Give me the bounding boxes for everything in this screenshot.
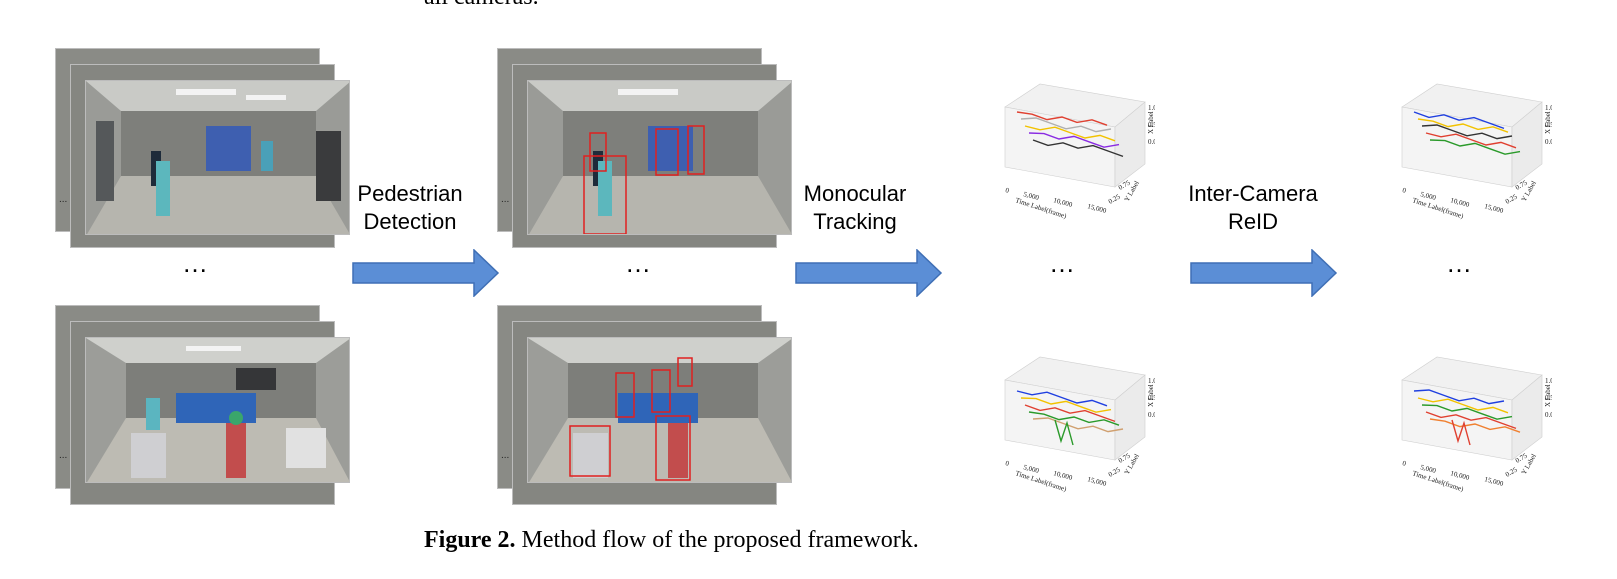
- z-tick-label: 0.5: [1545, 121, 1552, 129]
- x-tick-label: 10,000: [1449, 469, 1470, 482]
- z-tick-label: 0.0: [1545, 411, 1552, 419]
- detection-boxes: [583, 125, 705, 234]
- x-tick-label: 5,000: [1022, 190, 1040, 202]
- z-tick-label: 0.5: [1148, 394, 1155, 402]
- trajectory-line: [1024, 404, 1116, 423]
- trajectory-line: [1028, 132, 1120, 148]
- z-axis-label: X Label: [1544, 384, 1552, 407]
- trajectory-line: [1451, 419, 1471, 446]
- z-tick-label: 1.0: [1545, 377, 1552, 385]
- frame-front-room-a: [85, 80, 350, 235]
- step-label-line2: Detection: [363, 209, 457, 234]
- frame-stack-ellipsis: ...: [501, 450, 510, 461]
- z-tick-label: 0.0: [1545, 138, 1552, 146]
- plot-pane: [1511, 101, 1543, 188]
- ellipsis-col1: …: [182, 248, 210, 278]
- arrow-reid: [1190, 249, 1338, 297]
- frame-front-room-b: [85, 337, 350, 483]
- trajectory-line: [1417, 118, 1509, 133]
- z-axis-label: X Label: [1544, 111, 1552, 134]
- step-label-monocular-tracking: Monocular Tracking: [775, 180, 935, 236]
- z-tick-label: 0.0: [1148, 138, 1155, 146]
- figure-caption: Figure 2. Method flow of the proposed fr…: [424, 527, 919, 554]
- trajectory-line: [1028, 411, 1120, 426]
- z-axis-label: X Label: [1147, 384, 1155, 407]
- trajectory-line: [1429, 418, 1521, 433]
- trajectory-line: [1429, 139, 1521, 155]
- trajectory-line: [1421, 124, 1513, 140]
- z-tick-label: 0.0: [1148, 411, 1155, 419]
- trajectory-line: [1425, 411, 1517, 430]
- frame-stack-ellipsis: ...: [59, 450, 68, 461]
- y-tick-label: 0.25: [1504, 192, 1519, 205]
- trajectory-line: [1020, 117, 1112, 133]
- trajectory-line: [1421, 404, 1513, 420]
- x-tick-label: 10,000: [1052, 469, 1073, 482]
- trajectory-line: [1032, 417, 1124, 433]
- y-tick-label: 0.25: [1107, 465, 1122, 478]
- z-axis-label: X Label: [1147, 111, 1155, 134]
- arrow-tracking: [795, 249, 943, 297]
- trajectory-line: [1024, 125, 1116, 142]
- x-tick-label: 15,000: [1086, 475, 1107, 488]
- x-tick-label: 10,000: [1052, 196, 1073, 209]
- step-label-line2: Tracking: [813, 209, 897, 234]
- x-tick-label: 15,000: [1483, 475, 1504, 488]
- trajectory-line: [1032, 139, 1124, 158]
- x-tick-label: 0: [1004, 459, 1010, 468]
- detection-boxes: [569, 357, 693, 481]
- trajectory-line: [1425, 132, 1517, 149]
- frame-stack-ellipsis: ...: [59, 194, 68, 205]
- x-tick-label: 5,000: [1419, 190, 1437, 202]
- trajectory-line: [1016, 111, 1108, 126]
- x-tick-label: 5,000: [1022, 463, 1040, 475]
- step-label-line2: ReID: [1227, 209, 1279, 234]
- arrow-shape: [352, 249, 500, 297]
- x-tick-label: 15,000: [1483, 202, 1504, 215]
- step-label-inter-camera-reid: Inter-Camera ReID: [1173, 180, 1333, 236]
- step-label-line1: Monocular: [803, 181, 907, 206]
- arrow-shape: [1190, 249, 1338, 297]
- ellipsis-col2: …: [625, 248, 653, 278]
- z-tick-label: 1.0: [1148, 377, 1155, 385]
- frame-front-detections-a: [527, 80, 792, 235]
- plot-pane: [1511, 374, 1543, 461]
- y-tick-label: 0.25: [1107, 192, 1122, 205]
- z-tick-label: 1.0: [1545, 104, 1552, 112]
- x-tick-label: 10,000: [1449, 196, 1470, 209]
- caption-text: Method flow of the proposed framework.: [521, 527, 919, 553]
- x-tick-label: 0: [1401, 459, 1407, 468]
- trajectory-line: [1417, 397, 1509, 414]
- frame-stack-ellipsis: ...: [501, 194, 510, 205]
- frame-front-detections-b: [527, 337, 792, 483]
- ellipsis-col3: …: [1049, 248, 1077, 278]
- caption-label: Figure 2.: [424, 527, 516, 553]
- x-tick-label: 5,000: [1419, 463, 1437, 475]
- x-tick-label: 15,000: [1086, 202, 1107, 215]
- z-tick-label: 0.5: [1148, 121, 1155, 129]
- step-label-line1: Inter-Camera: [1188, 181, 1318, 206]
- plot-pane: [1114, 374, 1146, 461]
- trajectory-line: [1413, 389, 1505, 405]
- z-tick-label: 1.0: [1148, 104, 1155, 112]
- arrow-detection: [352, 249, 500, 297]
- step-label-line1: Pedestrian: [357, 181, 463, 206]
- plot-pane: [1114, 101, 1146, 188]
- trajectory-line: [1016, 390, 1108, 407]
- arrow-shape: [795, 249, 943, 297]
- top-text-fragment: all cameras.: [424, 0, 539, 11]
- step-label-pedestrian-detection: Pedestrian Detection: [330, 180, 490, 236]
- trajectory-line: [1020, 397, 1112, 413]
- y-tick-label: 0.25: [1504, 465, 1519, 478]
- z-tick-label: 0.5: [1545, 394, 1552, 402]
- ellipsis-col4: …: [1446, 248, 1474, 278]
- x-tick-label: 0: [1004, 186, 1010, 195]
- x-tick-label: 0: [1401, 186, 1407, 195]
- trajectory-line: [1413, 111, 1505, 130]
- trajectory-line: [1054, 419, 1074, 446]
